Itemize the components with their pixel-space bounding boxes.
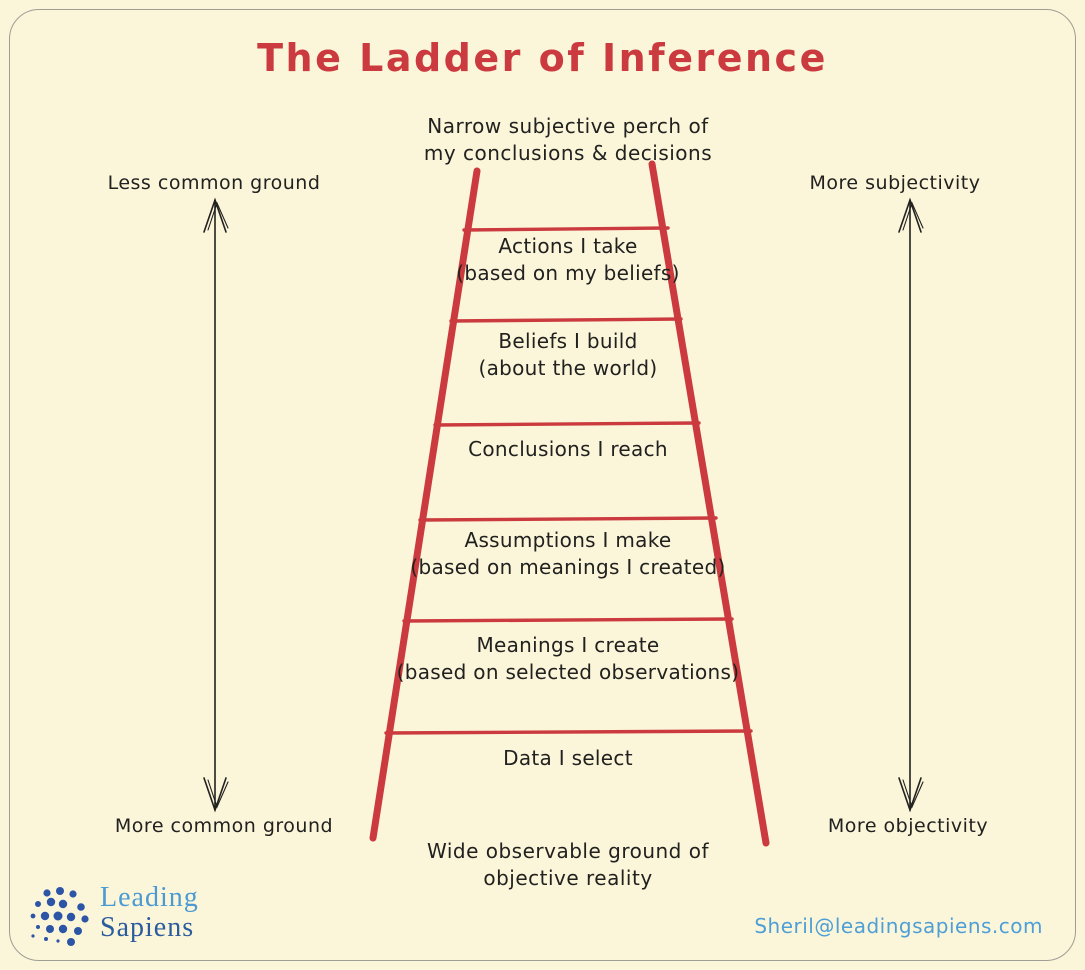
- bottom-caption-line2: objective reality: [483, 866, 653, 890]
- left-scale-top-label: Less common ground: [107, 172, 321, 194]
- top-caption-line1: Narrow subjective perch of: [427, 114, 709, 138]
- rung-subtitle: (about the world): [478, 356, 658, 380]
- rung-title: Conclusions I reach: [468, 437, 668, 461]
- rung-label-conclusions: Conclusions I reach: [388, 436, 748, 463]
- rung-title: Assumptions I make: [464, 528, 672, 552]
- rung-title: Data I select: [503, 746, 633, 770]
- left-double-arrow-icon: [203, 197, 229, 813]
- rung-label-data: Data I select: [388, 745, 748, 772]
- rung-label-meanings: Meanings I create (based on selected obs…: [388, 632, 748, 686]
- leading-sapiens-logo-icon: [30, 887, 89, 946]
- rung-title: Beliefs I build: [498, 329, 638, 353]
- brand-wordmark: Leading Sapiens: [100, 883, 199, 943]
- brand-line2: Sapiens: [100, 912, 195, 943]
- rung-label-assumptions: Assumptions I make (based on meanings I …: [388, 527, 748, 581]
- rung-label-beliefs: Beliefs I build (about the world): [388, 328, 748, 382]
- left-scale-bottom-label: More common ground: [114, 815, 334, 837]
- bottom-caption-line1: Wide observable ground of: [426, 839, 710, 863]
- page-title: The Ladder of Inference: [257, 36, 828, 80]
- rung-subtitle: (based on meanings I created): [410, 555, 726, 579]
- right-scale-top-label: More subjectivity: [809, 172, 981, 194]
- rung-subtitle: (based on selected observations): [396, 660, 740, 684]
- right-scale-bottom-label: More objectivity: [827, 815, 989, 837]
- rung-title: Actions I take: [498, 234, 638, 258]
- bottom-caption: Wide observable ground of objective real…: [378, 838, 758, 892]
- brand-line1: Leading: [100, 882, 199, 913]
- contact-email[interactable]: Sheril@leadingsapiens.com: [754, 914, 1043, 938]
- right-double-arrow-icon: [898, 197, 924, 813]
- top-caption-line2: my conclusions & decisions: [423, 141, 713, 165]
- ladder-icon: [369, 160, 770, 847]
- rung-title: Meanings I create: [476, 633, 660, 657]
- rung-subtitle: (based on my beliefs): [456, 261, 680, 285]
- top-caption: Narrow subjective perch of my conclusion…: [378, 113, 758, 167]
- rung-label-actions: Actions I take (based on my beliefs): [388, 233, 748, 287]
